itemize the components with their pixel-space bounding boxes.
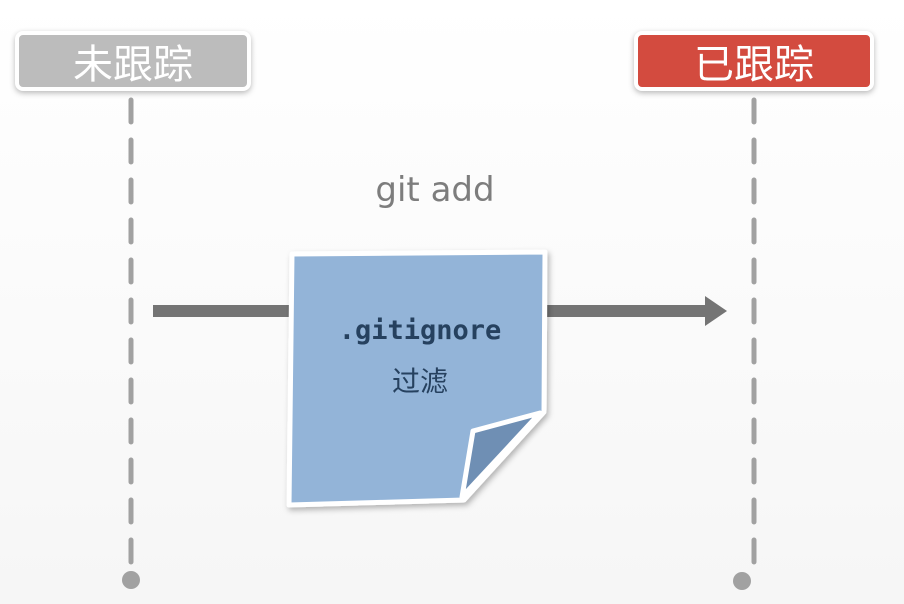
untracked-state-label: 未跟踪 <box>15 31 251 91</box>
right-arrow-icon <box>153 296 727 326</box>
arrow-shaft-left <box>153 305 293 317</box>
arrow-shaft-right <box>545 305 707 317</box>
filter-note-subtitle: 过滤 <box>391 365 448 398</box>
note-folded-corner <box>459 410 543 500</box>
untracked-lifeline-end <box>122 571 140 589</box>
tracked-state-label: 已跟踪 <box>634 31 874 91</box>
document-icon <box>286 249 548 508</box>
git-add-command-label: git add <box>375 170 495 210</box>
gitignore-note-title: .gitignore <box>338 315 502 346</box>
tracked-lifeline-end <box>733 572 751 590</box>
arrow-head <box>705 296 727 326</box>
